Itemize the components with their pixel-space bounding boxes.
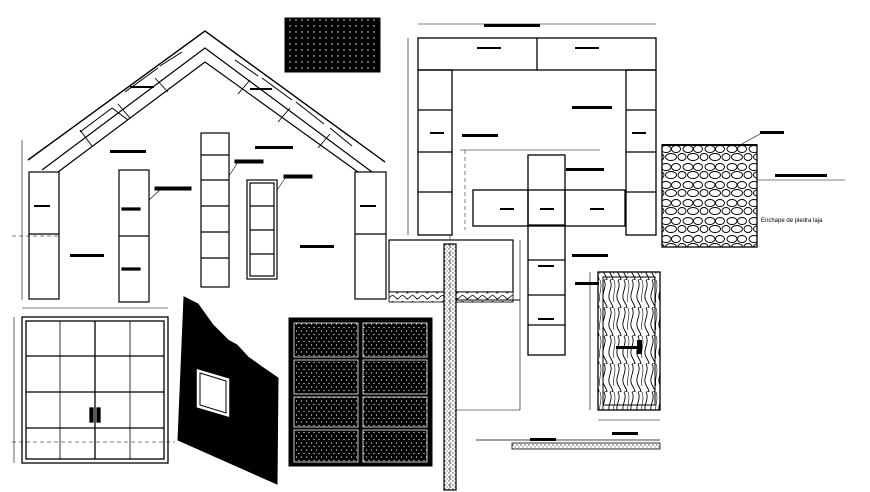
kitchen-elevation — [407, 23, 657, 356]
stone-cladding-detail: Enchape de piedra laja — [661, 131, 845, 248]
shelf-unit-right — [246, 179, 278, 280]
dotted-panel-top — [284, 17, 381, 73]
inclined-wall-panel — [177, 296, 279, 485]
shelf-unit-center — [200, 132, 230, 288]
dotted-cabinet-elevation — [288, 317, 433, 467]
threshold-detail — [476, 432, 661, 450]
glass-door-elevation — [12, 307, 175, 464]
shelf-callouts — [148, 159, 313, 201]
kitchen-callouts — [430, 24, 646, 320]
shelf-unit-left — [118, 169, 150, 303]
gable-labels — [34, 86, 376, 257]
wood-door-elevation — [575, 271, 661, 421]
stone-cladding-note: Enchape de piedra laja — [761, 218, 823, 224]
wall-section — [388, 235, 521, 491]
